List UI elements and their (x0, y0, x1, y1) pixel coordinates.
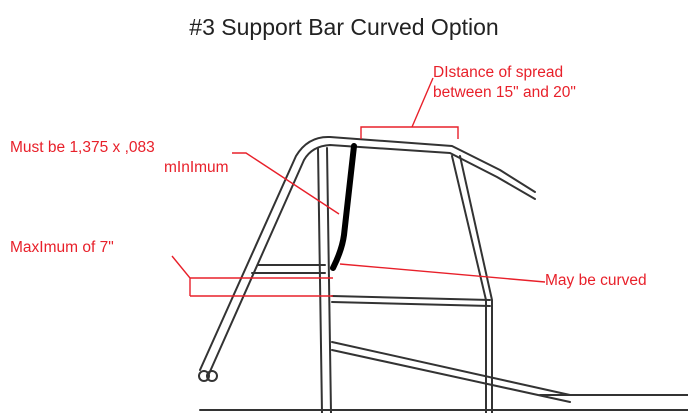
spread-label-line1: DIstance of spread (433, 64, 564, 81)
curve-note-label: May be curved (545, 272, 647, 289)
diagram-title: #3 Support Bar Curved Option (189, 14, 499, 40)
spread-bracket (360, 126, 459, 139)
curved-support-bar (330, 143, 357, 271)
tube-spec-label-line2: mInImum (164, 159, 229, 176)
max-height-bracket (171, 255, 333, 297)
spread-leader (411, 77, 434, 128)
tube-spec-label-line1: Must be 1,375 x ,083 (10, 139, 155, 156)
curve-leader (339, 263, 546, 283)
max-height-label: MaxImum of 7" (10, 239, 114, 256)
tube-spec-leader (232, 152, 340, 215)
annotation-leaders (171, 77, 546, 297)
roll-cage-frame (198, 135, 688, 413)
spread-label-line2: between 15" and 20" (433, 84, 576, 101)
